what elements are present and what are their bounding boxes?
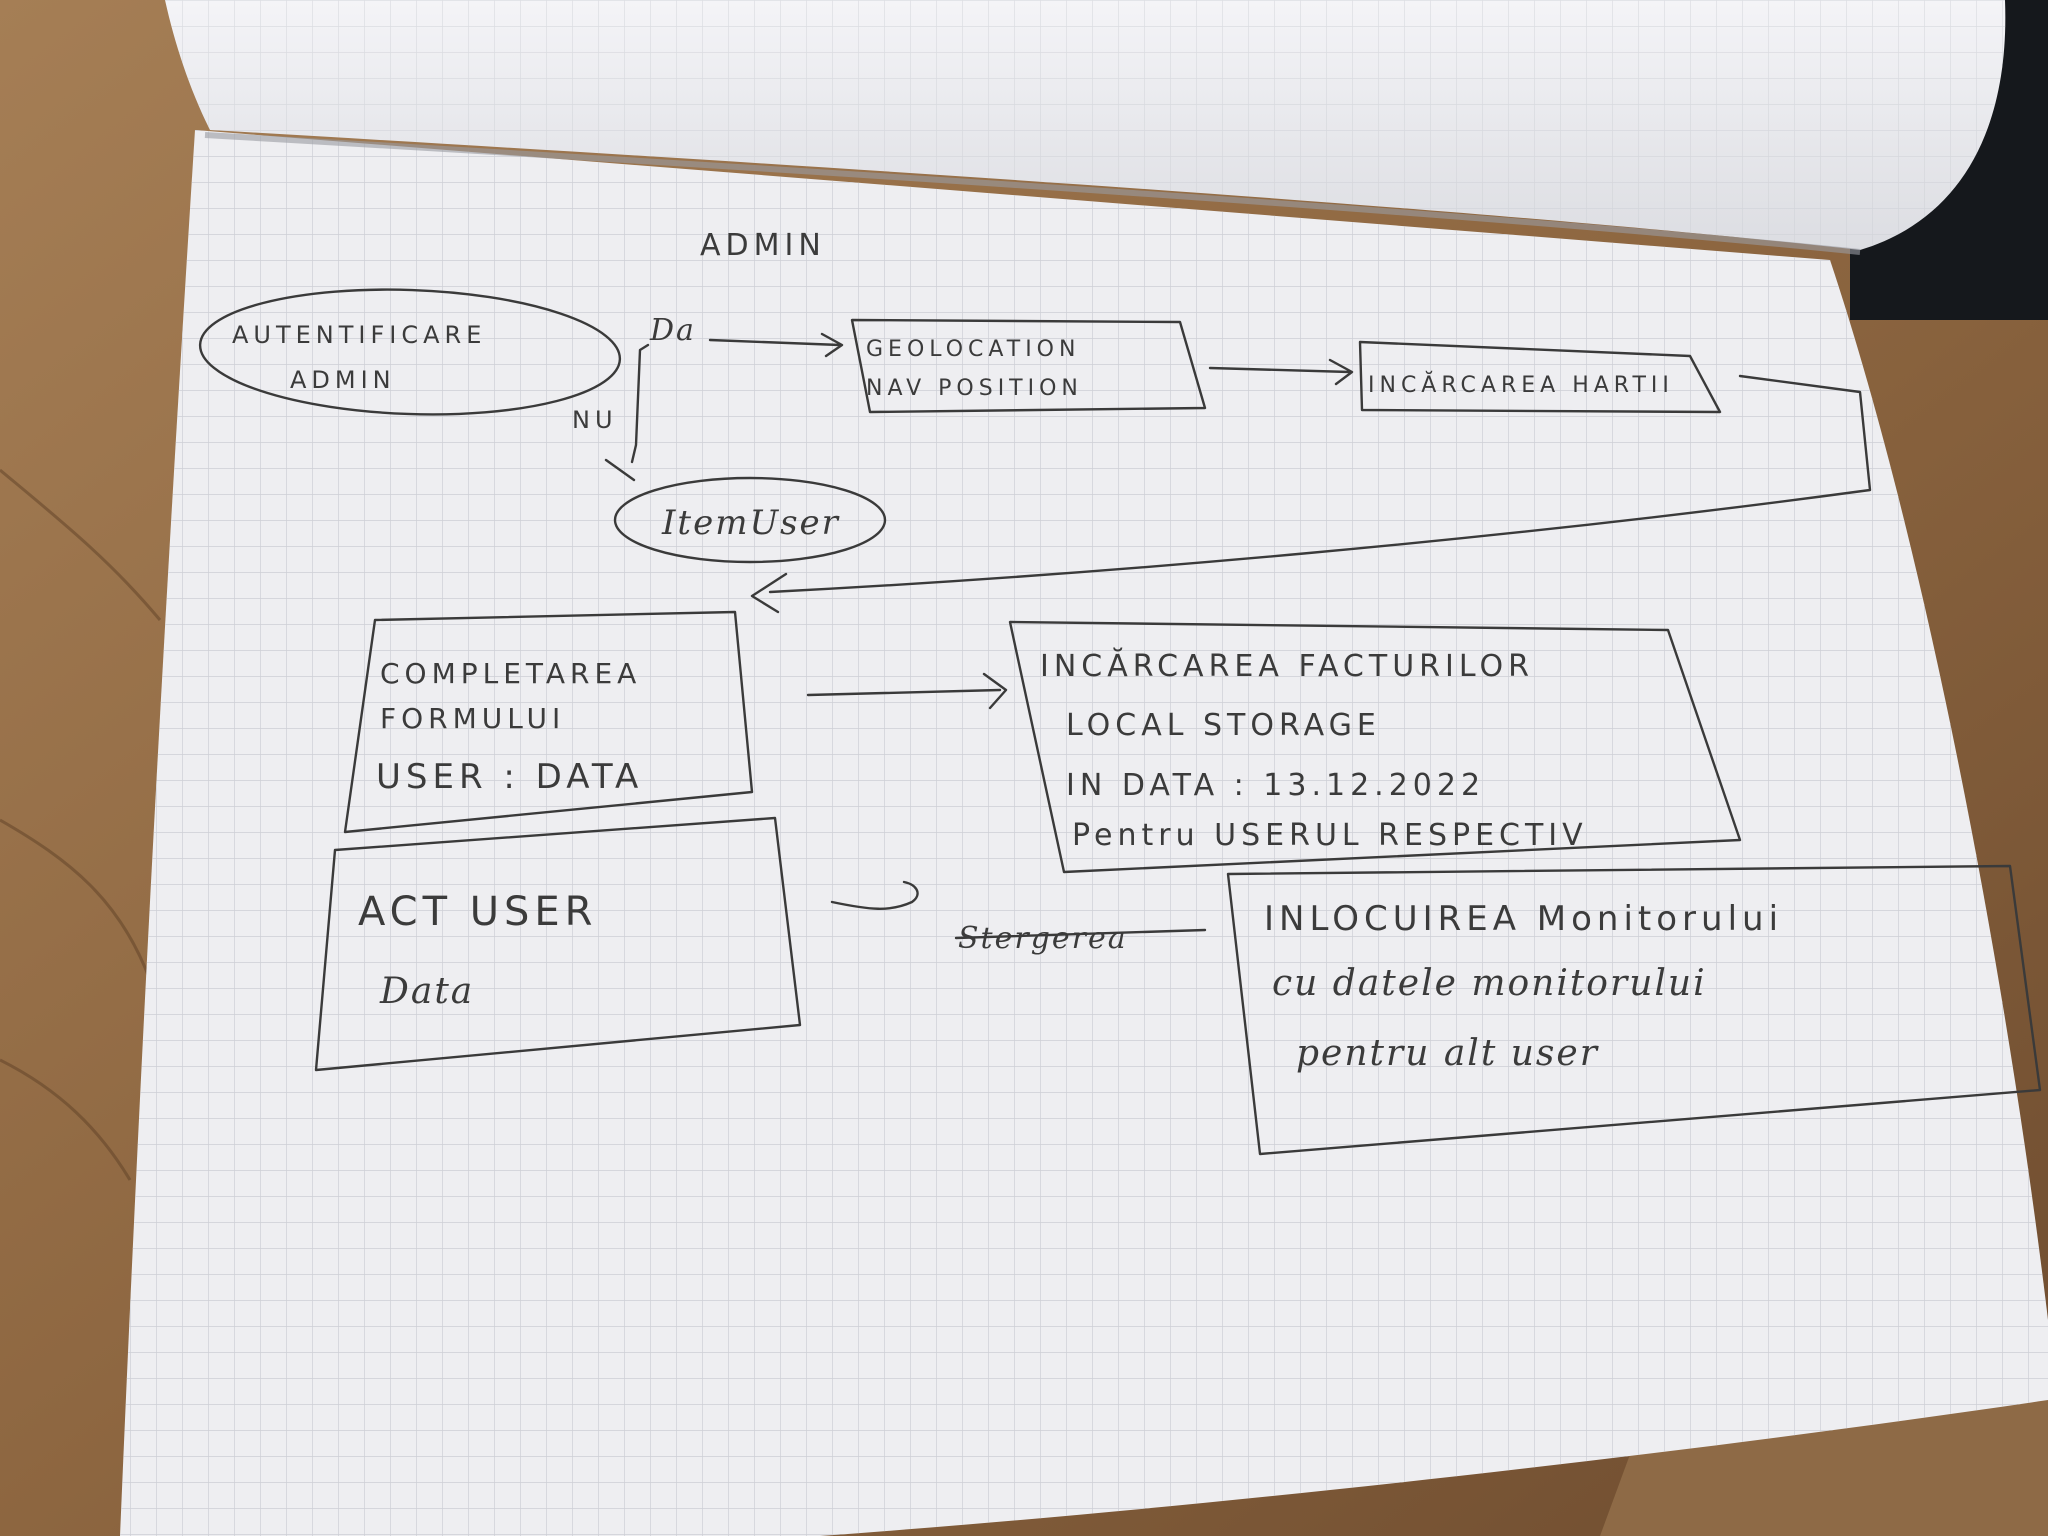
- map-node-shape: [1358, 340, 1722, 414]
- edit-node-line1: ACT USER: [358, 889, 597, 935]
- strike-through: [954, 928, 1207, 940]
- invoices-node-line1: INCĂRCAREA FACTURILOR: [1040, 647, 1534, 684]
- edit-node-line2: Data: [379, 971, 474, 1012]
- auth-node-shape: [198, 288, 622, 416]
- geo-node-line2: NAV POSITION: [866, 376, 1083, 401]
- user-node-line1: ItemUser: [661, 503, 840, 543]
- invoices-node-line3: IN DATA : 13.12.2022: [1066, 768, 1485, 803]
- edge-struck-label: Stergerea: [958, 921, 1128, 956]
- edge-auth-to-user: [604, 343, 650, 482]
- diagram: ADMIN AUTENTIFICARE ADMIN Da NU GEOLOCAT…: [198, 228, 2042, 1156]
- form-node-line1: COMPLETAREA: [380, 657, 641, 690]
- edge-auth-to-geo: [708, 332, 844, 358]
- replace-node-line2: cu datele monitorului: [1272, 963, 1707, 1004]
- edit-node-shape: [314, 816, 802, 1072]
- replace-node-line3: pentru alt user: [1296, 1033, 1599, 1074]
- edge-no-label: NU: [572, 406, 618, 434]
- invoices-node-line4: Pentru USERUL RESPECTIV: [1072, 818, 1588, 853]
- edge-geo-to-map: [1208, 358, 1354, 386]
- geo-node-line1: GEOLOCATION: [866, 337, 1080, 362]
- edge-edit-to-replace: [830, 880, 919, 910]
- map-node-line1: INCĂRCAREA HARTII: [1368, 371, 1674, 398]
- form-node-line3: USER : DATA: [376, 757, 643, 797]
- wood-grain: [0, 468, 162, 1181]
- auth-node-line2: ADMIN: [290, 366, 396, 394]
- edge-form-to-invoices: [806, 672, 1008, 710]
- replace-node-line1: INLOCUIREA Monitorului: [1264, 899, 1783, 939]
- curled-page-grid: [165, 0, 2006, 250]
- grid-paper: [120, 130, 2048, 1536]
- edge-yes-label: Da: [649, 313, 696, 348]
- invoices-node-shape: [1008, 620, 1742, 874]
- form-node-line2: FORMULUI: [380, 702, 565, 735]
- invoices-node-line2: LOCAL STORAGE: [1066, 708, 1381, 743]
- form-node-shape: [343, 610, 754, 834]
- edge-map-to-form: [750, 374, 1872, 614]
- diagram-title: ADMIN: [700, 228, 826, 263]
- geo-node-shape: [850, 318, 1207, 414]
- auth-node-line1: AUTENTIFICARE: [232, 321, 486, 349]
- replace-node-shape: [1226, 864, 2042, 1156]
- user-node-shape: [613, 476, 887, 564]
- page-shadow: [204, 132, 1861, 255]
